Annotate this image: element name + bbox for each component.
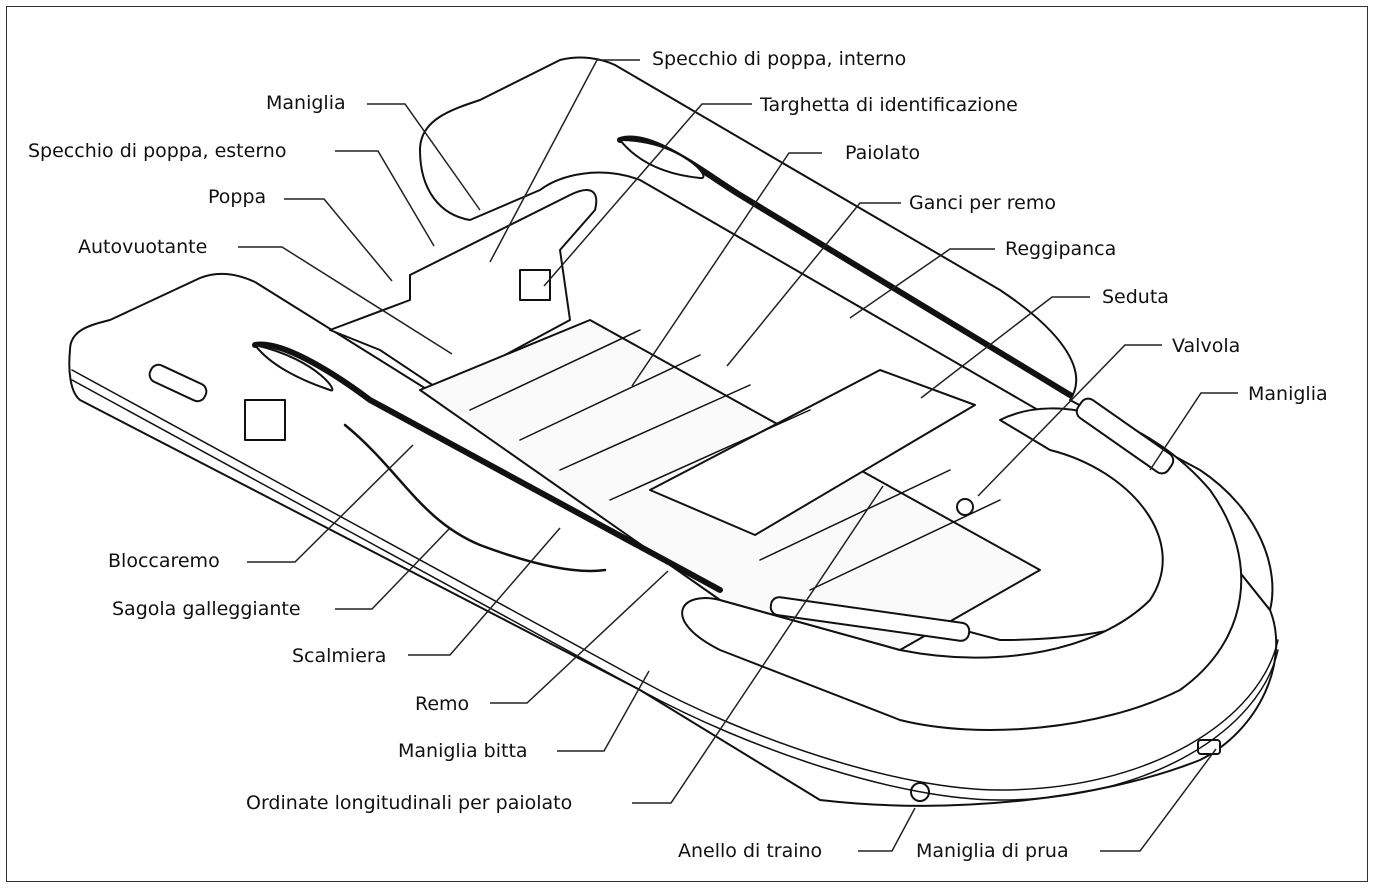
label-ordinate: Ordinate longitudinali per paiolato xyxy=(246,792,573,814)
right-tube xyxy=(419,56,1274,611)
label-maniglia-bitta: Maniglia bitta xyxy=(398,740,528,762)
tow-ring xyxy=(910,782,930,802)
label-autovuotante: Autovuotante xyxy=(78,236,208,258)
label-targhetta: Targhetta di identificazione xyxy=(760,94,1018,116)
label-specchio-poppa-interno: Specchio di poppa, interno xyxy=(652,48,907,70)
handle-left xyxy=(148,363,208,403)
transom xyxy=(329,189,598,391)
stern-drain xyxy=(244,399,286,441)
label-remo: Remo xyxy=(415,693,470,715)
seat xyxy=(649,369,976,536)
bow-tube xyxy=(681,407,1243,731)
handle-bow-left xyxy=(769,596,971,642)
label-anello-traino: Anello di traino xyxy=(678,840,823,862)
valve xyxy=(956,498,974,516)
label-reggipanca: Reggipanca xyxy=(1005,238,1117,260)
label-maniglia-prua: Maniglia di prua xyxy=(916,840,1069,862)
label-paiolato: Paiolato xyxy=(845,142,921,164)
label-maniglia-left: Maniglia xyxy=(266,92,346,114)
oar-left xyxy=(252,341,723,593)
label-seduta: Seduta xyxy=(1102,286,1169,308)
diagram-frame xyxy=(6,6,1368,882)
label-maniglia-right: Maniglia xyxy=(1248,383,1328,405)
label-poppa: Poppa xyxy=(208,186,267,208)
floating-rope xyxy=(343,423,607,573)
label-scalmiera: Scalmiera xyxy=(292,645,387,667)
label-specchio-poppa-esterno: Specchio di poppa, esterno xyxy=(28,140,287,162)
label-valvola: Valvola xyxy=(1172,335,1241,357)
handle-right-bow xyxy=(1075,397,1175,475)
label-bloccaremo: Bloccaremo xyxy=(108,550,220,572)
label-sagola: Sagola galleggiante xyxy=(112,598,301,620)
label-ganci-remo: Ganci per remo xyxy=(909,192,1056,214)
